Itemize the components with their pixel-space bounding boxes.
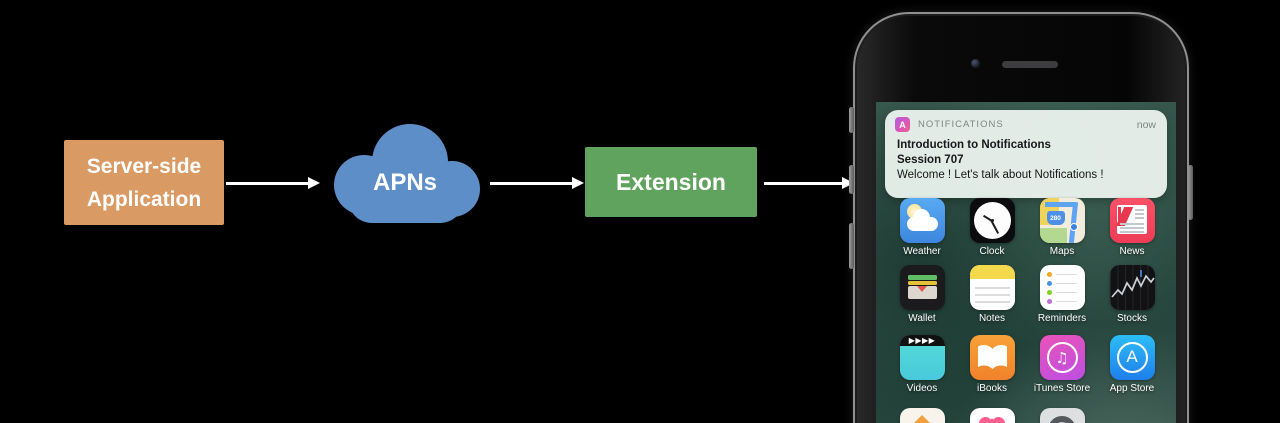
clapperboard-icon [899, 335, 945, 346]
app-label: Clock [979, 246, 1005, 257]
circle-outline: ♫ [1046, 342, 1078, 373]
itunes-store-app-icon[interactable]: ♫ [1039, 335, 1085, 380]
app-videos[interactable]: Videos [887, 335, 957, 394]
app-health[interactable] [957, 408, 1027, 423]
earpiece-speaker [1002, 61, 1058, 68]
server-node-label-line2: Application [86, 187, 202, 211]
news-app-icon[interactable] [1109, 198, 1155, 243]
app-label: Notes [978, 313, 1006, 324]
map-location-dot [1069, 223, 1078, 231]
app-label: Wallet [908, 313, 936, 324]
extension-node: Extension [585, 147, 757, 217]
app-row-2: Wallet Notes [887, 265, 1167, 324]
app-label: Stocks [1116, 313, 1147, 324]
app-wallet[interactable]: Wallet [887, 265, 957, 324]
app-clock[interactable]: Clock [957, 198, 1027, 257]
server-node-label-line1: Server-side [86, 154, 202, 178]
house-icon [911, 415, 933, 423]
notification-app-name: NOTIFICATIONS [918, 119, 1004, 130]
front-camera [971, 59, 980, 68]
cloud-icon [906, 217, 938, 231]
videos-app-icon[interactable] [899, 335, 945, 380]
heart-icon [978, 417, 992, 423]
app-label: News [1119, 246, 1145, 257]
wwdc-app-icon: A [895, 117, 910, 132]
reminders-app-icon[interactable] [1039, 265, 1085, 310]
app-ibooks[interactable]: iBooks [957, 335, 1027, 394]
phone-screen: A NOTIFICATIONS now Introduction to Noti… [876, 102, 1176, 423]
clock-app-icon[interactable] [969, 198, 1015, 243]
notification-message: Welcome ! Let's talk about Notifications… [897, 169, 1104, 181]
app-stocks[interactable]: Stocks [1097, 265, 1167, 324]
wwdc-app-icon-letter: A [899, 119, 906, 130]
server-side-application-node: Server-side Application [64, 140, 224, 225]
empty-cell [1097, 408, 1167, 423]
map-road [1044, 202, 1076, 207]
app-label: Reminders [1037, 313, 1087, 324]
notification-subtitle: Session 707 [897, 154, 964, 166]
home-app-icon[interactable] [899, 408, 945, 423]
notification-title: Introduction to Notifications [897, 139, 1051, 151]
maps-app-icon[interactable]: 280 [1039, 198, 1085, 243]
app-news[interactable]: News [1097, 198, 1167, 257]
music-note-icon: ♫ [1055, 348, 1069, 367]
app-itunes-store[interactable]: ♫ iTunes Store [1027, 335, 1097, 394]
newspaper-sheet [1115, 205, 1147, 234]
power-button [1188, 165, 1193, 220]
app-notes[interactable]: Notes [957, 265, 1027, 324]
wallet-card [907, 286, 937, 299]
app-reminders[interactable]: Reminders [1027, 265, 1097, 324]
app-settings[interactable] [1027, 408, 1097, 423]
app-maps[interactable]: 280 Maps [1027, 198, 1097, 257]
app-label: App Store [1109, 383, 1155, 394]
apns-node-label: APNs [372, 169, 438, 196]
cloud-icon [334, 124, 480, 223]
notification-body: Introduction to Notifications Session 70… [885, 134, 1167, 183]
volume-down-button [849, 223, 854, 269]
notification-banner[interactable]: A NOTIFICATIONS now Introduction to Noti… [885, 110, 1167, 198]
app-row-4 [887, 408, 1167, 423]
arrow-apns-to-extension [490, 177, 584, 189]
heart-icon [991, 417, 1005, 423]
open-book-icon [977, 345, 1007, 369]
extension-node-label: Extension [616, 168, 726, 195]
app-label: Videos [906, 383, 938, 394]
arrow-server-to-apns [226, 177, 320, 189]
health-app-icon[interactable] [969, 408, 1015, 423]
app-label: iTunes Store [1033, 383, 1091, 394]
app-label: iBooks [976, 383, 1007, 394]
map-park-patch [1039, 228, 1067, 243]
highway-shield-badge: 280 [1046, 211, 1065, 225]
notification-time: now [1136, 118, 1156, 131]
wallet-app-icon[interactable] [899, 265, 945, 310]
app-app-store[interactable]: A App Store [1097, 335, 1167, 394]
settings-app-icon[interactable] [1039, 408, 1085, 423]
notes-app-icon[interactable] [969, 265, 1015, 310]
app-store-a-icon: A [1126, 347, 1138, 366]
mute-switch [849, 107, 854, 133]
circle-outline: A [1116, 342, 1148, 373]
ibooks-app-icon[interactable] [969, 335, 1015, 380]
apns-cloud-node: APNs [322, 117, 488, 230]
app-row-1: Weather Clock [887, 198, 1167, 257]
arrow-extension-to-phone [764, 177, 854, 189]
volume-up-button [849, 165, 854, 194]
gear-icon [1048, 416, 1076, 423]
app-home[interactable] [887, 408, 957, 423]
weather-app-icon[interactable] [899, 198, 945, 243]
notification-header: A NOTIFICATIONS now [885, 110, 1167, 134]
stock-chart-line [1110, 270, 1155, 298]
app-label: Maps [1049, 246, 1075, 257]
stocks-app-icon[interactable] [1109, 265, 1155, 310]
app-label: Weather [903, 246, 941, 257]
clock-center-pin [990, 219, 994, 222]
iphone-device: A NOTIFICATIONS now Introduction to Noti… [849, 12, 1193, 423]
app-row-3: Videos iBooks ♫ [887, 335, 1167, 394]
app-weather[interactable]: Weather [887, 198, 957, 257]
app-store-app-icon[interactable]: A [1109, 335, 1155, 380]
